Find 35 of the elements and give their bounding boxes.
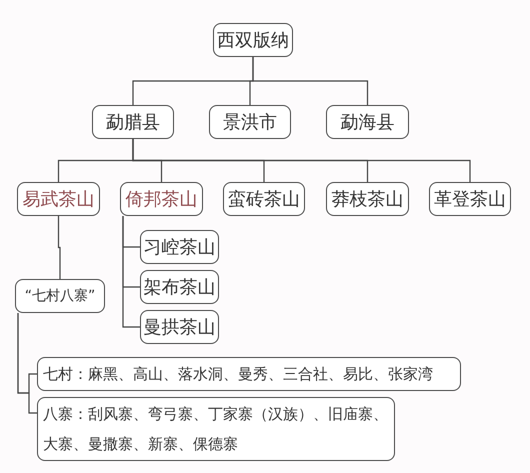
node-label: 莽枝茶山	[332, 188, 404, 211]
node-box	[120, 182, 203, 216]
node-label: 八寨：刮风寨、弯弓寨、丁家寨（汉族）、旧庙寨、大寨、曼撒寨、新寨、倮德寨	[43, 404, 389, 455]
node-label: “七村八寨”	[24, 287, 96, 305]
connector-line	[122, 216, 140, 328]
node-box	[429, 182, 511, 216]
node-label: 勐海县	[340, 111, 394, 134]
node-box	[209, 105, 291, 139]
node-label: 易武茶山	[22, 188, 94, 211]
connector-line	[58, 216, 61, 279]
node-box	[37, 397, 395, 461]
node-label: 七村：麻黑、高山、落水洞、曼秀、三合社、易比、张家湾	[43, 364, 433, 385]
node-box	[326, 182, 409, 216]
node-box	[223, 182, 305, 216]
node-label: 西双版纳	[217, 29, 289, 52]
node-box	[92, 105, 174, 139]
node-box	[17, 182, 100, 216]
node-box	[37, 357, 461, 391]
node-label: 倚邦茶山	[126, 188, 198, 211]
node-box	[140, 310, 219, 344]
node-label: 勐腊县	[106, 111, 160, 134]
node-box	[15, 279, 105, 313]
node-label: 革登茶山	[434, 188, 506, 211]
node-label: 蛮砖茶山	[228, 188, 300, 211]
node-label: 曼拱茶山	[144, 316, 216, 339]
node-label: 架布茶山	[144, 276, 216, 299]
node-box	[326, 105, 409, 139]
node-label: 习崆茶山	[144, 236, 216, 259]
node-box	[213, 23, 293, 57]
connector-line	[132, 139, 471, 182]
node-box	[140, 270, 219, 304]
connector-line	[17, 313, 37, 414]
node-box	[140, 230, 219, 264]
connector-line	[252, 57, 368, 105]
node-label: 景洪市	[223, 111, 277, 134]
